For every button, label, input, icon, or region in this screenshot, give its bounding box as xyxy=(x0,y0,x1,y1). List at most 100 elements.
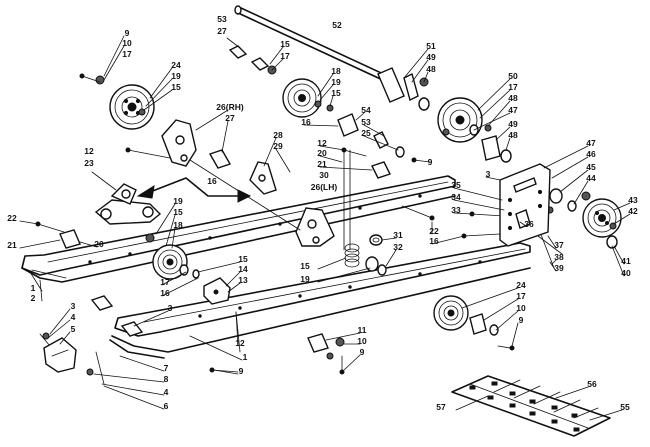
callout-c28: 25 xyxy=(361,128,371,138)
callout-c62: 37 xyxy=(554,240,564,250)
callout-c81: 4 xyxy=(71,312,76,322)
callout-c17: 48 xyxy=(426,64,436,74)
callout-c36: 23 xyxy=(84,158,94,168)
callout-c85: 11 xyxy=(358,325,367,335)
callout-c25: 27 xyxy=(225,113,235,123)
idler-wheel-rear xyxy=(582,198,622,238)
callout-c4: 24 xyxy=(171,60,181,70)
callout-c52: 19 xyxy=(173,196,183,206)
block-21-center xyxy=(371,161,391,179)
track-clip-detail xyxy=(451,375,611,437)
callout-c13: 19 xyxy=(331,77,341,87)
callout-c14: 15 xyxy=(331,88,341,98)
callout-c65: 41 xyxy=(621,256,631,266)
callout-c2: 10 xyxy=(122,38,132,48)
callout-c32: 12 xyxy=(317,138,327,148)
block-21-front xyxy=(59,229,81,249)
front-arm-bracket xyxy=(161,119,197,167)
callout-c66: 40 xyxy=(621,268,631,278)
callout-c38: 9 xyxy=(428,157,433,167)
callout-c27: 53 xyxy=(361,117,371,127)
callout-c71: 19 xyxy=(300,274,310,284)
callout-c67: 15 xyxy=(238,254,248,264)
callout-c12: 18 xyxy=(331,66,341,76)
callout-c91: 9 xyxy=(239,366,244,376)
callout-c42: 45 xyxy=(586,162,596,172)
callout-c10: 17 xyxy=(280,51,290,61)
mid-bracket-28 xyxy=(249,161,277,195)
callout-c92: 4 xyxy=(164,387,169,397)
callout-c61: 32 xyxy=(393,242,403,252)
front-guide-block xyxy=(43,337,77,373)
callout-c56: 21 xyxy=(7,240,17,250)
callout-c63: 38 xyxy=(554,252,564,262)
callout-c79: 9 xyxy=(519,315,524,325)
callout-c72: 17 xyxy=(160,277,170,287)
callout-c54: 18 xyxy=(173,220,183,230)
callout-c35: 12 xyxy=(84,146,94,156)
callout-c80: 3 xyxy=(71,301,76,311)
callout-c26: 54 xyxy=(361,105,371,115)
callout-c53: 15 xyxy=(173,207,183,217)
shaft xyxy=(234,5,393,83)
callout-c95: 57 xyxy=(436,402,446,412)
pivot-arm-23 xyxy=(94,183,162,225)
callout-c33: 20 xyxy=(317,148,327,158)
callout-c31: 29 xyxy=(273,141,283,151)
callout-c48: 33 xyxy=(451,205,461,215)
callout-c77: 17 xyxy=(516,291,526,301)
callout-c83: 3 xyxy=(168,303,173,313)
rail-holes xyxy=(88,194,482,318)
callout-c58: 22 xyxy=(429,226,439,236)
callout-c19: 17 xyxy=(508,82,518,92)
callout-c46: 35 xyxy=(451,180,461,190)
callout-c7: 53 xyxy=(217,14,227,24)
callout-c6: 15 xyxy=(171,82,181,92)
callout-c16: 49 xyxy=(426,52,436,62)
rear-plate-47 xyxy=(499,163,551,247)
callout-labels: 9101724191553271517521819155149485017484… xyxy=(7,14,638,412)
callout-c23: 48 xyxy=(508,130,518,140)
callout-c43: 44 xyxy=(586,173,596,183)
callout-c89: 7 xyxy=(164,363,169,373)
block-11 xyxy=(307,333,329,353)
callout-c34: 21 xyxy=(317,159,327,169)
callout-c45: 26(LH) xyxy=(311,182,338,192)
callout-c3: 17 xyxy=(122,49,132,59)
slide-rail-left xyxy=(109,242,531,359)
callout-c55: 22 xyxy=(7,213,17,223)
callout-c75: 2 xyxy=(31,293,36,303)
callout-c57: 20 xyxy=(94,239,104,249)
callout-c50: 43 xyxy=(628,195,638,205)
callout-c96: 55 xyxy=(620,402,630,412)
callout-c74: 1 xyxy=(31,283,36,293)
callout-c93: 6 xyxy=(164,401,169,411)
spring-15 xyxy=(344,243,360,268)
callout-c90: 8 xyxy=(164,374,169,384)
direction-arrow xyxy=(136,177,252,203)
spring-31 xyxy=(369,234,383,246)
bushings xyxy=(90,45,618,337)
bracket-36 xyxy=(515,209,531,229)
coupler-13 xyxy=(203,277,231,305)
callout-c60: 31 xyxy=(393,230,403,240)
callout-c51: 42 xyxy=(628,206,638,216)
callout-c86: 10 xyxy=(357,336,367,346)
callout-c39: 47 xyxy=(586,138,596,148)
callout-c76: 24 xyxy=(516,280,526,290)
callout-c59: 16 xyxy=(429,236,439,246)
callout-c49: 36 xyxy=(524,219,534,229)
idler-wheel-front-lower xyxy=(152,244,188,280)
callout-c78: 10 xyxy=(516,303,526,313)
callout-c40: 46 xyxy=(586,149,596,159)
callout-c44: 30 xyxy=(319,170,329,180)
callout-c94: 56 xyxy=(587,379,597,389)
callout-c87: 9 xyxy=(360,347,365,357)
washers xyxy=(42,65,617,376)
callout-c20: 48 xyxy=(508,93,518,103)
callout-c88: 1 xyxy=(243,352,248,362)
callout-c18: 50 xyxy=(508,71,518,81)
callout-c9: 15 xyxy=(280,39,290,49)
callout-c15: 51 xyxy=(426,41,436,51)
callout-c21: 47 xyxy=(508,105,518,115)
